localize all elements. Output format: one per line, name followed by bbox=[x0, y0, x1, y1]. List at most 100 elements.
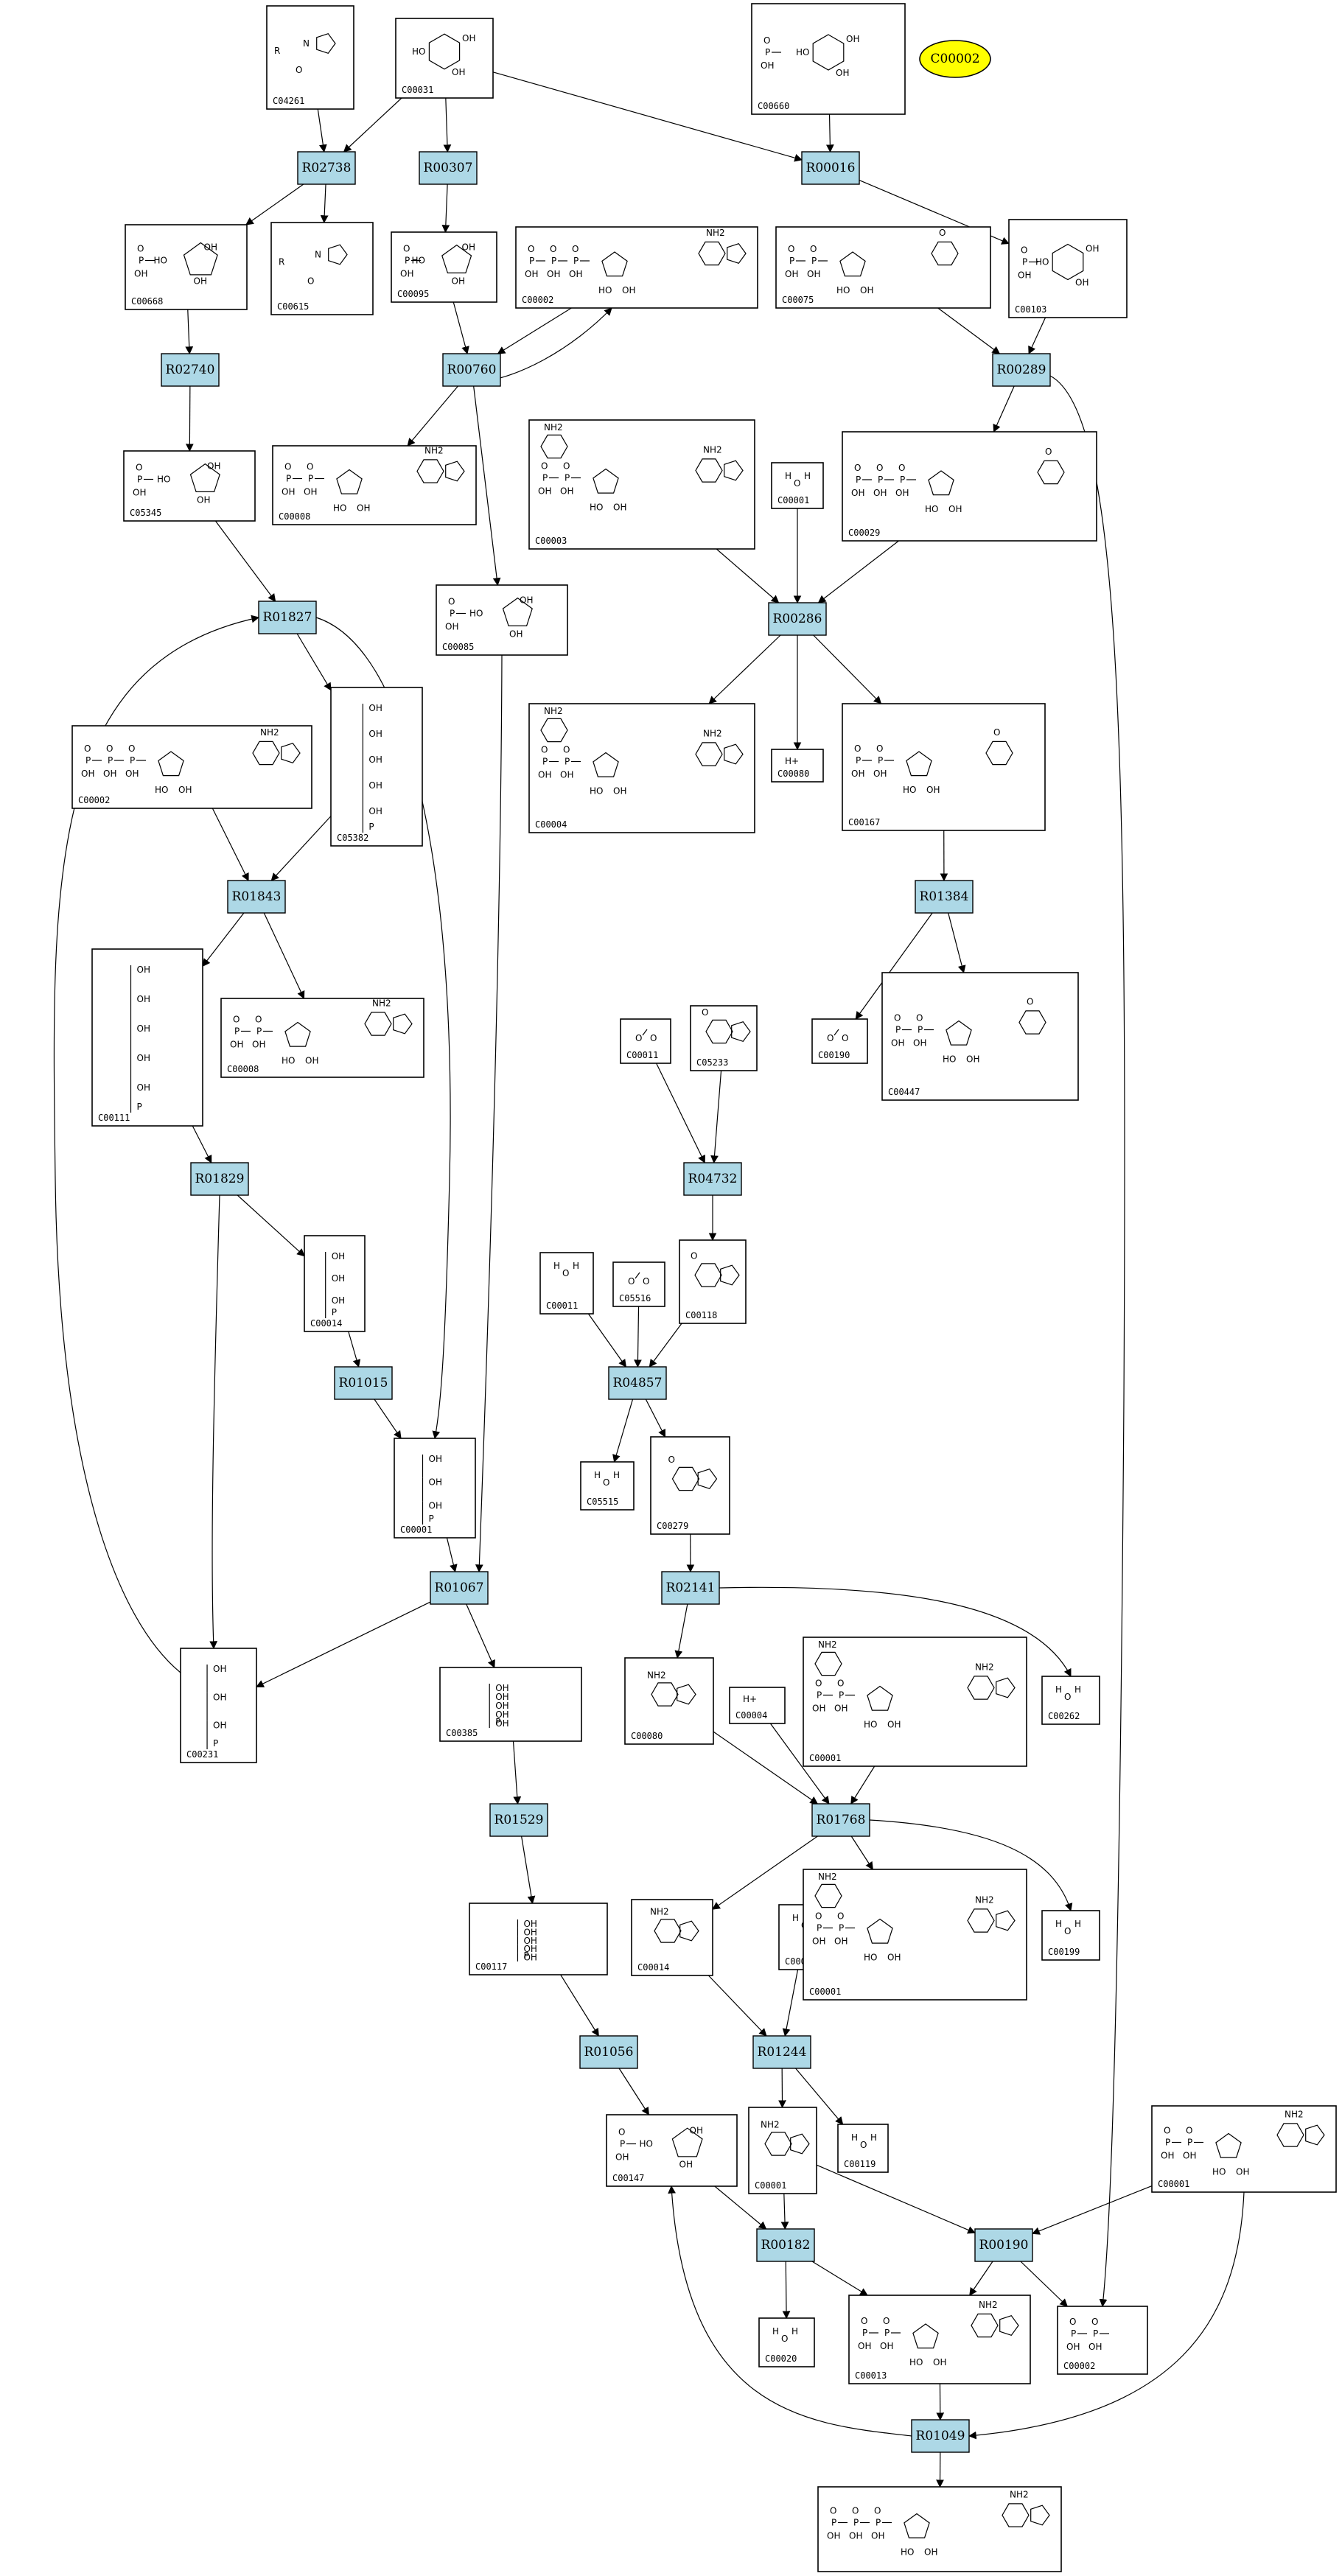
svg-text:O: O bbox=[84, 743, 91, 754]
reaction-node[interactable]: R00760 bbox=[442, 353, 501, 387]
svg-text:H: H bbox=[1074, 1919, 1081, 1929]
svg-text:H: H bbox=[1055, 1684, 1062, 1695]
reaction-id: R00182 bbox=[761, 2238, 811, 2253]
svg-text:OH: OH bbox=[495, 1718, 509, 1729]
svg-text:N: N bbox=[303, 38, 310, 49]
edge bbox=[348, 1331, 361, 1368]
compound-id: C00103 bbox=[1015, 304, 1046, 315]
compound-box bbox=[330, 687, 423, 847]
reaction-node[interactable]: R01829 bbox=[190, 1162, 249, 1196]
svg-text:O: O bbox=[635, 1033, 642, 1043]
reaction-box bbox=[756, 2228, 815, 2262]
reaction-node[interactable]: R01827 bbox=[258, 601, 317, 634]
compound-id: C05382 bbox=[337, 833, 368, 843]
reaction-node[interactable]: R01529 bbox=[489, 1803, 548, 1837]
svg-text:OH: OH bbox=[178, 785, 192, 795]
svg-text:OH: OH bbox=[1086, 244, 1099, 254]
svg-text:P: P bbox=[234, 1026, 240, 1037]
reaction-node[interactable]: R02740 bbox=[161, 353, 220, 387]
svg-text:O: O bbox=[106, 743, 113, 754]
reaction-id: R02738 bbox=[302, 161, 352, 175]
svg-text:HO: HO bbox=[590, 786, 603, 797]
compound-box bbox=[817, 2486, 1062, 2572]
reaction-box bbox=[334, 1366, 393, 1400]
reaction-box bbox=[801, 151, 860, 185]
svg-text:O: O bbox=[815, 1911, 822, 1922]
edge bbox=[937, 307, 1001, 354]
svg-text:NH2: NH2 bbox=[1285, 2110, 1304, 2120]
reaction-node[interactable]: R00289 bbox=[992, 353, 1051, 387]
reaction-node[interactable]: R01384 bbox=[915, 880, 974, 914]
compound-id: C00001 bbox=[1158, 2179, 1189, 2189]
reaction-node[interactable]: R00016 bbox=[801, 151, 860, 185]
reaction-node[interactable]: R00307 bbox=[419, 151, 478, 185]
svg-text:OH: OH bbox=[690, 2126, 703, 2136]
reaction-node[interactable]: R00190 bbox=[974, 2228, 1033, 2262]
reaction-node[interactable]: R02141 bbox=[661, 1571, 720, 1605]
compound-id: C00147 bbox=[612, 2173, 644, 2183]
reaction-node[interactable]: R04857 bbox=[608, 1366, 667, 1400]
svg-text:OH: OH bbox=[851, 488, 864, 498]
edge bbox=[256, 1601, 431, 1687]
reaction-node[interactable]: R00182 bbox=[756, 2228, 815, 2262]
reaction-node[interactable]: R00286 bbox=[768, 602, 827, 636]
svg-text:OH: OH bbox=[834, 1704, 848, 1714]
compound-box bbox=[395, 18, 494, 99]
svg-text:HO: HO bbox=[469, 609, 483, 619]
compound-id: C00020 bbox=[765, 2353, 797, 2364]
edge bbox=[407, 385, 458, 447]
reaction-node[interactable]: R01768 bbox=[811, 1803, 870, 1837]
svg-text:P: P bbox=[523, 1950, 528, 1961]
svg-text:NH2: NH2 bbox=[424, 446, 444, 456]
svg-text:OH: OH bbox=[891, 1038, 904, 1049]
svg-text:O: O bbox=[702, 1007, 708, 1018]
edge bbox=[209, 1194, 220, 1650]
svg-text:OH: OH bbox=[400, 269, 413, 279]
svg-text:NH2: NH2 bbox=[650, 1907, 669, 1917]
reaction-node[interactable]: R04732 bbox=[683, 1162, 742, 1196]
compound-box bbox=[1151, 2105, 1337, 2193]
compound-box bbox=[1008, 219, 1128, 318]
reaction-node[interactable]: R01049 bbox=[911, 2419, 970, 2453]
svg-text:P: P bbox=[831, 2518, 836, 2528]
svg-text:OH: OH bbox=[858, 2341, 871, 2351]
compound-id: C00447 bbox=[888, 1087, 920, 1097]
svg-text:O: O bbox=[284, 462, 291, 472]
svg-text:OH: OH bbox=[103, 769, 116, 779]
compound-id: C00119 bbox=[844, 2159, 876, 2169]
reaction-box bbox=[297, 151, 356, 185]
reaction-node[interactable]: R01067 bbox=[430, 1571, 489, 1605]
svg-text:OH: OH bbox=[933, 2357, 946, 2367]
svg-text:OH: OH bbox=[137, 1053, 150, 1063]
reaction-node[interactable]: R01244 bbox=[752, 2035, 811, 2069]
svg-text:OH: OH bbox=[547, 269, 560, 279]
svg-text:O: O bbox=[448, 597, 455, 607]
edge bbox=[816, 2164, 976, 2234]
svg-text:P: P bbox=[878, 475, 883, 485]
highlight-node[interactable]: C00002 bbox=[919, 40, 991, 78]
svg-text:OH: OH bbox=[332, 1295, 345, 1306]
compound-id: C00004 bbox=[735, 1710, 767, 1721]
reaction-node[interactable]: R01015 bbox=[334, 1366, 393, 1400]
svg-text:OH: OH bbox=[966, 1054, 979, 1065]
svg-text:P: P bbox=[817, 1923, 822, 1933]
reaction-id: R00289 bbox=[997, 363, 1046, 377]
reaction-id: R01244 bbox=[758, 2045, 807, 2059]
compound-box bbox=[304, 1235, 366, 1332]
reaction-node[interactable]: R01843 bbox=[227, 880, 286, 914]
svg-text:O: O bbox=[550, 244, 556, 254]
svg-text:O: O bbox=[603, 1477, 609, 1488]
svg-text:O: O bbox=[861, 2316, 867, 2326]
reaction-node[interactable]: R02738 bbox=[297, 151, 356, 185]
svg-text:OH: OH bbox=[252, 1040, 265, 1050]
svg-text:O: O bbox=[1021, 245, 1027, 256]
svg-text:OH: OH bbox=[282, 487, 295, 497]
svg-text:NH2: NH2 bbox=[979, 2300, 998, 2310]
svg-text:P: P bbox=[918, 1025, 923, 1035]
reaction-node[interactable]: R01056 bbox=[579, 2035, 638, 2069]
